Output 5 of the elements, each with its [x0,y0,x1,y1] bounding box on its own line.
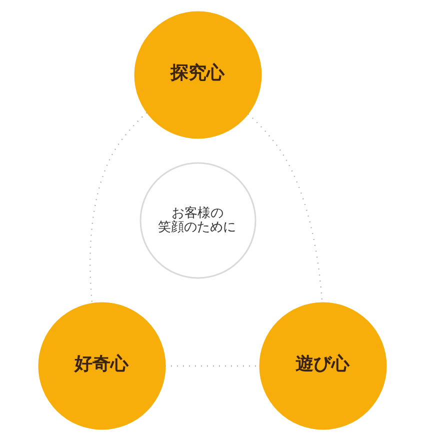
connector [89,112,147,304]
node-circle: 遊び心 [258,302,386,430]
node-circle: 探究心 [134,11,262,139]
node-circle: 好奇心 [38,302,166,430]
node-circle: お客様の笑顔のために [139,162,256,279]
